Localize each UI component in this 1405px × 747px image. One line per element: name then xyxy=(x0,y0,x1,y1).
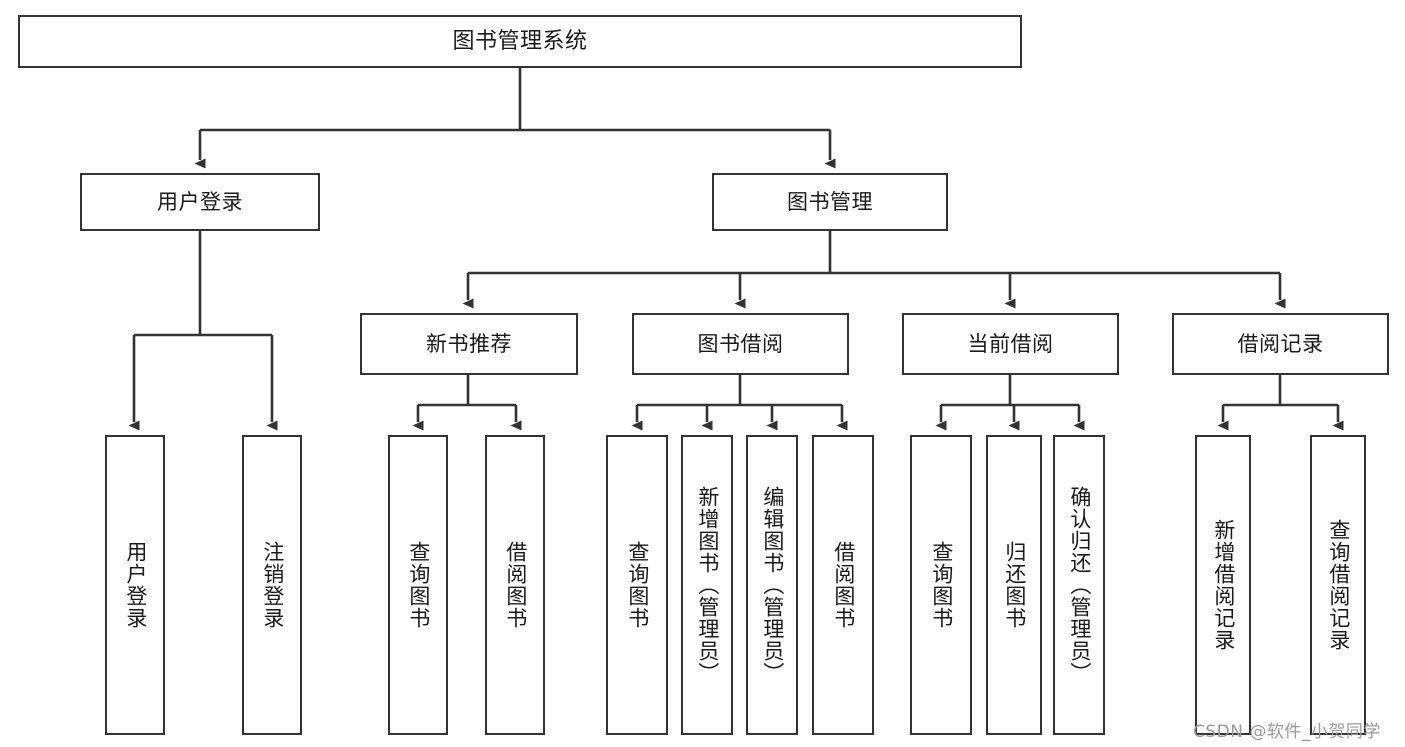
node-label: 查询图书 xyxy=(406,541,431,629)
node-label: 查询图书 xyxy=(625,541,650,629)
leaf-add-borrow-record[interactable]: 新增借阅记录 xyxy=(1195,435,1251,735)
node-label: 编辑图书（管理员） xyxy=(760,486,785,684)
node-label: 用户登录 xyxy=(157,189,243,214)
node-label: 归还图书 xyxy=(1002,541,1027,629)
leaf-confirm-return-admin[interactable]: 确认归还（管理员） xyxy=(1053,435,1105,735)
node-borrow-record[interactable]: 借阅记录 xyxy=(1172,313,1389,375)
leaf-logout-login[interactable]: 注销登录 xyxy=(242,435,302,735)
node-label: 图书借阅 xyxy=(697,331,784,356)
node-label: 借阅图书 xyxy=(503,541,528,629)
node-label: 查询图书 xyxy=(929,541,954,629)
leaf-query-book-3[interactable]: 查询图书 xyxy=(910,435,972,735)
node-label: 图书管理 xyxy=(787,189,873,214)
node-label: 确认归还（管理员） xyxy=(1067,486,1092,684)
csdn-watermark: CSDN @软件_小贺同学 xyxy=(1193,722,1381,742)
leaf-borrow-book-1[interactable]: 借阅图书 xyxy=(485,435,545,735)
node-new-book-recommend[interactable]: 新书推荐 xyxy=(360,313,578,375)
node-label: 图书管理系统 xyxy=(452,28,588,54)
node-label: 借阅记录 xyxy=(1237,331,1324,356)
node-root-system[interactable]: 图书管理系统 xyxy=(18,15,1022,68)
node-book-manage[interactable]: 图书管理 xyxy=(712,173,948,231)
leaf-borrow-book-2[interactable]: 借阅图书 xyxy=(812,435,874,735)
node-current-borrow[interactable]: 当前借阅 xyxy=(902,313,1119,375)
node-book-borrow[interactable]: 图书借阅 xyxy=(632,313,849,375)
leaf-return-book[interactable]: 归还图书 xyxy=(986,435,1042,735)
leaf-query-book-1[interactable]: 查询图书 xyxy=(388,435,448,735)
node-label: 用户登录 xyxy=(123,541,148,629)
node-user-login[interactable]: 用户登录 xyxy=(80,173,320,231)
leaf-query-book-2[interactable]: 查询图书 xyxy=(606,435,668,735)
node-label: 新书推荐 xyxy=(426,331,512,356)
node-label: 注销登录 xyxy=(260,541,285,629)
node-label: 查询借阅记录 xyxy=(1326,519,1351,651)
node-label: 借阅图书 xyxy=(831,541,856,629)
leaf-query-borrow-record[interactable]: 查询借阅记录 xyxy=(1310,435,1366,735)
node-label: 新增图书（管理员） xyxy=(695,486,720,684)
leaf-edit-book-admin[interactable]: 编辑图书（管理员） xyxy=(746,435,798,735)
node-label: 新增借阅记录 xyxy=(1211,519,1236,651)
leaf-user-login[interactable]: 用户登录 xyxy=(105,435,165,735)
node-label: 当前借阅 xyxy=(967,331,1054,356)
leaf-add-book-admin[interactable]: 新增图书（管理员） xyxy=(681,435,733,735)
